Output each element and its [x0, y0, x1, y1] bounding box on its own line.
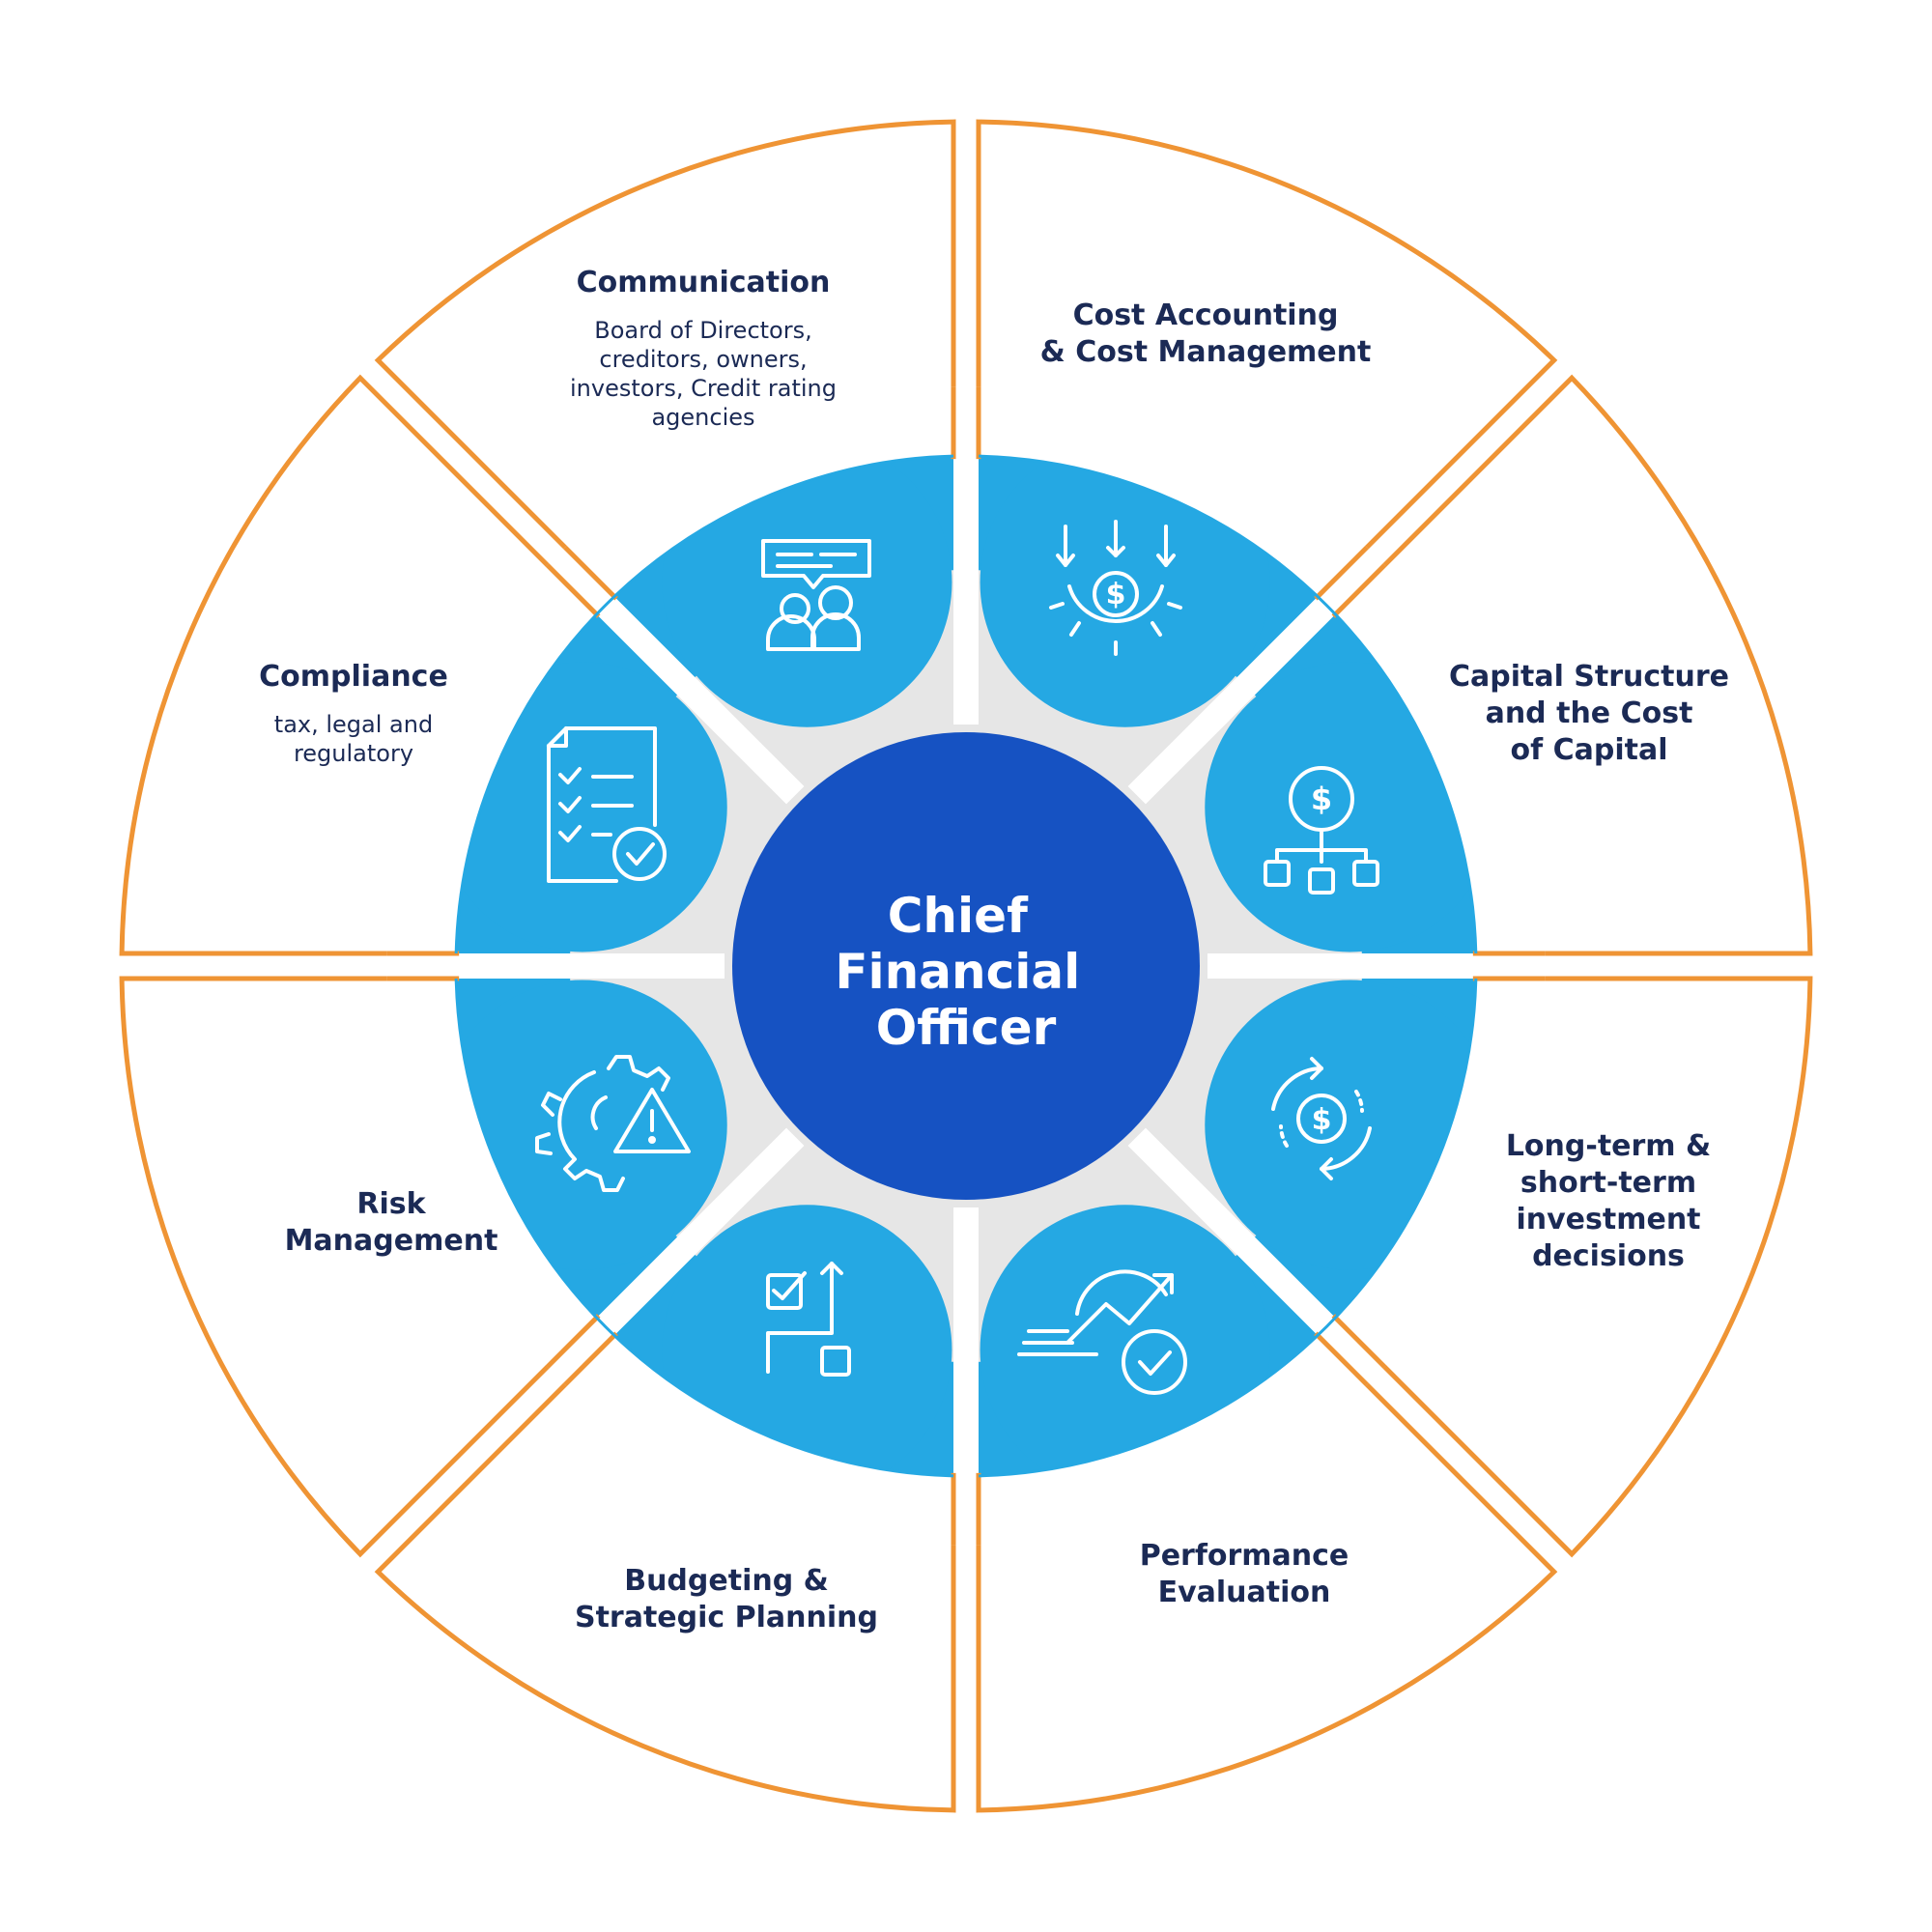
segment-description: regulatory: [294, 740, 413, 767]
sector-edge: [563, 1331, 618, 1387]
segment-description: Board of Directors,: [594, 317, 811, 344]
checklist-document-icon: [547, 726, 667, 883]
ring-edge: [978, 454, 1478, 954]
segment-description: investors, Credit rating: [570, 375, 837, 402]
segment-title: Capital Structure: [1449, 660, 1729, 694]
sector-edge: [1331, 1314, 1387, 1369]
center-label-line: Officer: [876, 1000, 1057, 1056]
dollar-cycle-icon: $: [1271, 1057, 1372, 1180]
ring-edge: [978, 978, 1478, 1478]
segment-title: Cost Accounting: [1073, 298, 1339, 332]
segment-title: investment: [1516, 1203, 1700, 1236]
sector-edge: [545, 563, 601, 618]
dollar-hierarchy-icon: $: [1264, 766, 1379, 895]
segment-title: decisions: [1532, 1239, 1685, 1273]
segment-description: tax, legal and: [274, 711, 433, 738]
gap-line: [1127, 1127, 1339, 1339]
gap-line: [593, 593, 805, 805]
segment-title: Long-term &: [1506, 1129, 1711, 1163]
segment-title: Strategic Planning: [575, 1601, 878, 1634]
center-label-line: Chief: [888, 888, 1029, 944]
sector-edge: [1314, 545, 1369, 601]
segment-title: short-term: [1520, 1166, 1696, 1200]
center-label: Chief Financial Officer: [835, 888, 1096, 1056]
gear-warning-icon: [535, 1055, 691, 1192]
label-budgeting: Budgeting &Strategic Planning: [575, 1564, 878, 1634]
dollar-gear-icon: $: [1049, 520, 1182, 656]
svg-text:$: $: [1106, 578, 1126, 611]
segment-title: Risk: [356, 1187, 426, 1221]
segment-title: Budgeting &: [624, 1564, 829, 1598]
segment-description: creditors, owners,: [599, 346, 807, 373]
label-cost-accounting: Cost Accounting& Cost Management: [1040, 298, 1372, 369]
gap-line: [1127, 593, 1339, 805]
growth-check-icon: [1017, 1269, 1187, 1395]
svg-text:$: $: [1312, 1103, 1332, 1137]
center-hub: [732, 732, 1200, 1200]
center-label-line: Financial: [835, 944, 1080, 1000]
segment-title: & Cost Management: [1040, 335, 1372, 369]
segment-title: Compliance: [259, 660, 448, 694]
sector-edge: [563, 545, 618, 601]
segment-title: Evaluation: [1158, 1576, 1331, 1609]
ring-edge: [454, 454, 954, 954]
sector-edge: [1314, 1331, 1369, 1387]
ring-edge: [454, 978, 954, 1478]
segment-description: agencies: [651, 404, 754, 431]
segment-title: of Capital: [1511, 733, 1668, 767]
people-chat-icon: [761, 539, 871, 651]
gap-line: [593, 1127, 805, 1339]
sector-edge: [545, 1314, 601, 1369]
segment-title: Performance: [1140, 1539, 1350, 1573]
segment-title: Communication: [577, 266, 831, 299]
sector-edge: [1331, 563, 1387, 618]
svg-text:$: $: [1311, 781, 1332, 817]
segment-title: Management: [285, 1224, 498, 1258]
plan-steps-icon: [766, 1262, 851, 1377]
segment-title: and the Cost: [1486, 696, 1693, 730]
